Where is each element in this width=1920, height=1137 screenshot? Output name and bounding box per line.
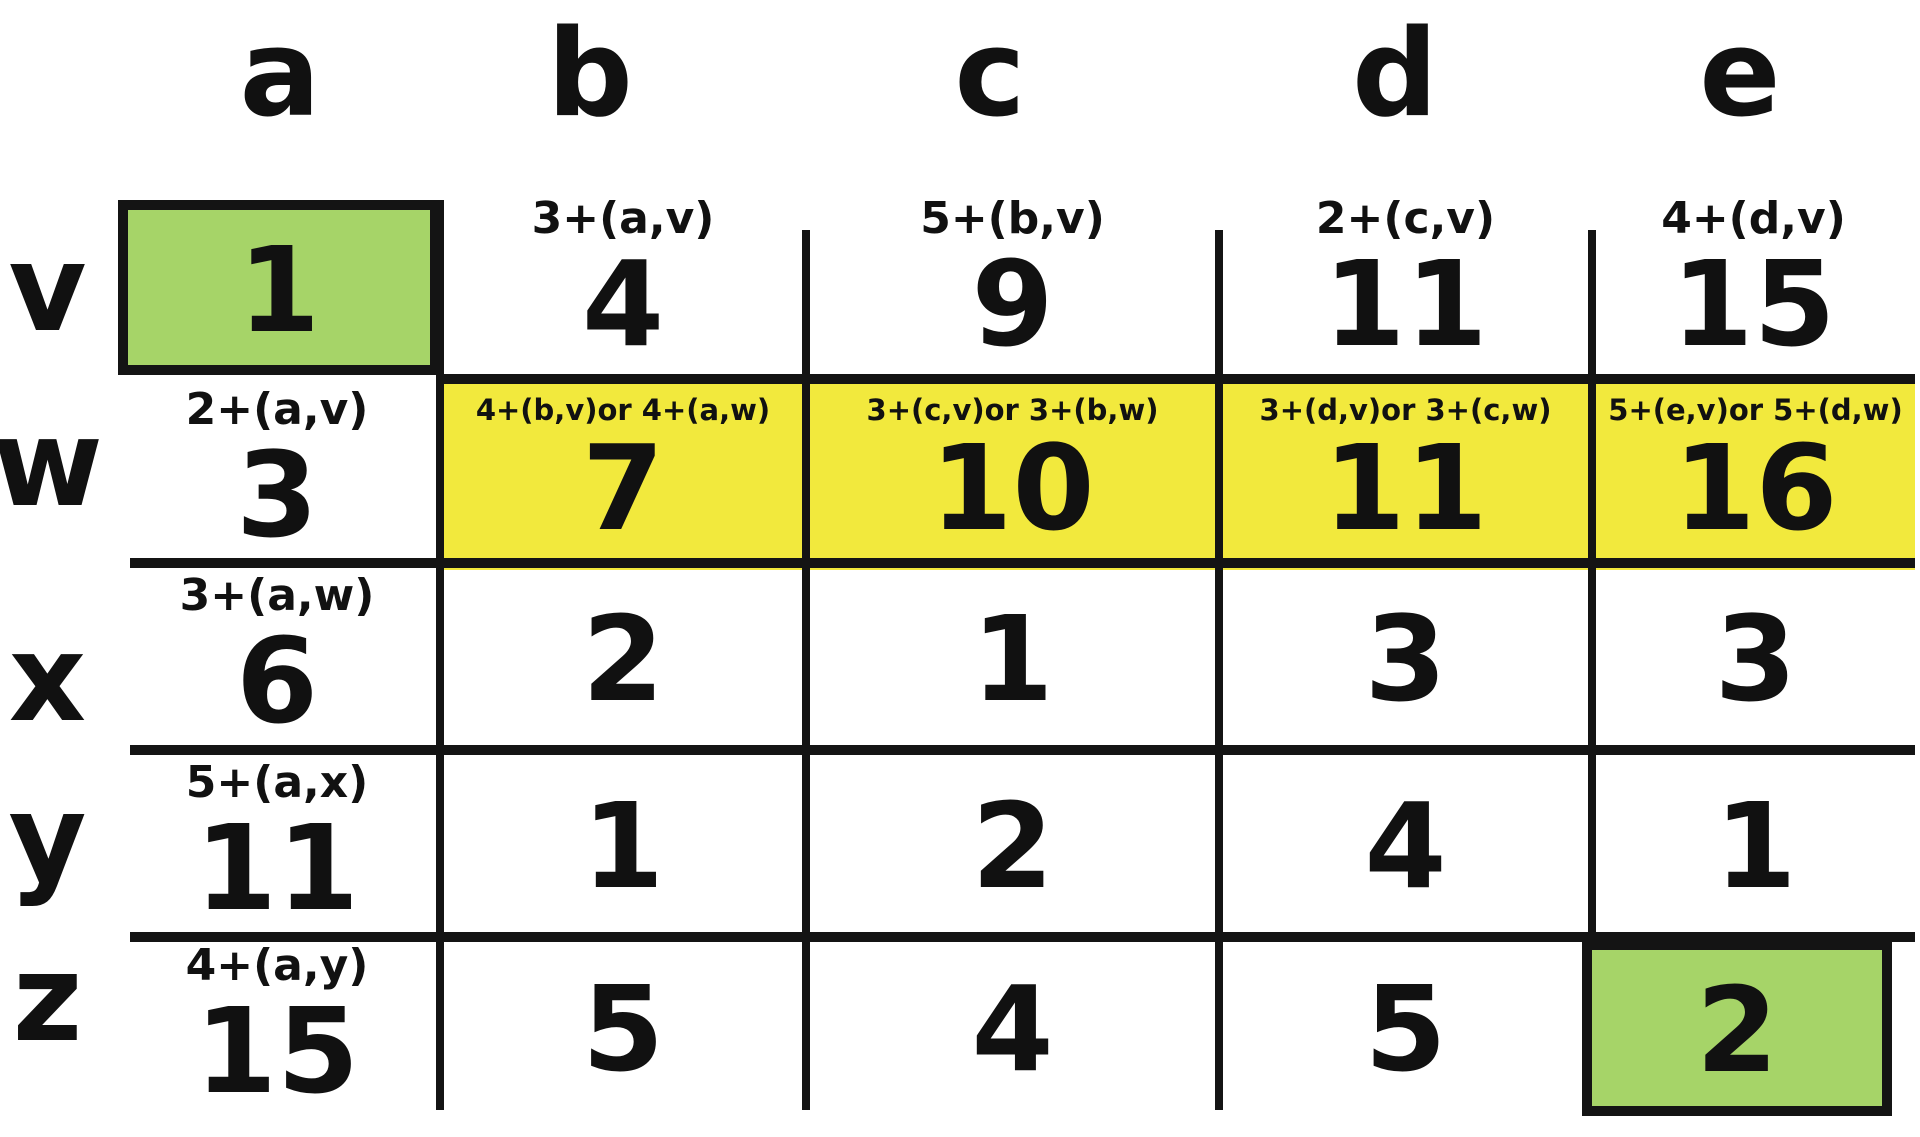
cell-value: 1: [971, 589, 1054, 728]
cell-formula: 2+(a,v): [185, 384, 369, 435]
cell-value: 2: [971, 776, 1054, 915]
grid-rule-d-e: [1588, 230, 1596, 1110]
cell-formula: 5+(b,v): [920, 192, 1105, 244]
row-label-w: w: [0, 395, 103, 534]
grid-rule-y-z: [130, 932, 1915, 942]
grid-rule-w-x: [130, 558, 1915, 568]
cell-a-v: 1: [118, 200, 440, 375]
column-label-e: e: [1699, 5, 1781, 144]
cell-formula: 3+(d,v)or 3+(c,w): [1259, 392, 1552, 427]
cell-value: 16: [1673, 418, 1838, 557]
row-label-x: x: [8, 610, 87, 749]
cell-value: 4: [581, 234, 665, 373]
highlighted-row-band: [440, 382, 1915, 570]
cell-value: 11: [1323, 418, 1488, 557]
cell-c-v: 5+(b,v) 9: [806, 185, 1219, 374]
cell-value: 2: [1695, 961, 1779, 1099]
grid-rule-v-w: [440, 374, 1915, 384]
cell-value: 15: [194, 982, 360, 1120]
cell-a-w: 2+(a,v) 3: [118, 384, 436, 558]
cell-e-y: 1: [1596, 755, 1915, 932]
cell-c-x: 1: [810, 568, 1215, 745]
cell-formula: 3+(a,v): [531, 192, 715, 244]
cell-d-x: 3: [1223, 568, 1588, 745]
cell-value: 5: [1364, 960, 1447, 1098]
cell-value: 15: [1671, 234, 1836, 373]
cell-a-x: 3+(a,w) 6: [118, 568, 436, 745]
cell-d-z: 5: [1223, 942, 1588, 1112]
cell-value: 3: [235, 426, 319, 564]
cell-e-w: 5+(e,v)or 5+(d,w) 16: [1596, 384, 1915, 558]
cell-a-y: 5+(a,x) 11: [118, 755, 436, 932]
cell-a-z: 4+(a,y) 15: [118, 942, 436, 1112]
cell-d-v: 2+(c,v) 11: [1219, 185, 1592, 374]
cell-b-w: 4+(b,v)or 4+(a,w) 7: [444, 384, 802, 558]
cell-value: 3: [1364, 589, 1447, 728]
grid-rule-a-b: [436, 200, 444, 1110]
cell-value: 1: [581, 776, 665, 915]
cell-formula: 5+(e,v)or 5+(d,w): [1608, 392, 1903, 427]
cell-value: 4: [971, 960, 1054, 1098]
cell-c-z: 4: [810, 942, 1215, 1112]
cell-d-w: 3+(d,v)or 3+(c,w) 11: [1223, 384, 1588, 558]
row-label-v: v: [8, 220, 87, 359]
cell-value: 7: [581, 418, 665, 557]
column-label-d: d: [1352, 5, 1438, 144]
cell-c-w: 3+(c,v)or 3+(b,w) 10: [810, 384, 1215, 558]
grid-rule-c-d: [1215, 230, 1223, 1110]
cell-value: 1: [1714, 776, 1797, 915]
cell-value: 10: [930, 418, 1095, 557]
grid-rule-x-y: [130, 745, 1915, 755]
cell-formula: 3+(c,v)or 3+(b,w): [866, 392, 1159, 427]
column-label-c: c: [954, 5, 1026, 144]
column-label-b: b: [547, 5, 633, 144]
cell-value: 9: [971, 234, 1054, 373]
cell-formula: 2+(c,v): [1315, 192, 1496, 244]
cell-d-y: 4: [1223, 755, 1588, 932]
cell-c-y: 2: [810, 755, 1215, 932]
cell-formula: 3+(a,w): [179, 569, 375, 621]
cell-formula: 4+(d,v): [1661, 192, 1846, 244]
row-label-y: y: [8, 770, 87, 909]
cell-value: 2: [581, 589, 665, 728]
cell-b-v: 3+(a,v) 4: [440, 185, 806, 374]
cell-value: 3: [1714, 589, 1797, 728]
grid-rule-b-c: [802, 230, 810, 1110]
cell-b-z: 5: [444, 942, 802, 1112]
cell-value: 6: [235, 611, 319, 750]
cell-formula: 4+(b,v)or 4+(a,w): [475, 392, 771, 427]
cell-b-y: 1: [444, 755, 802, 932]
cell-b-x: 2: [444, 568, 802, 745]
cell-formula: 4+(a,y): [185, 940, 369, 991]
cell-value: 11: [1323, 234, 1488, 373]
cell-value: 4: [1364, 776, 1447, 915]
cell-e-z: 2: [1582, 940, 1892, 1116]
cell-e-v: 4+(d,v) 15: [1592, 185, 1915, 374]
row-label-z: z: [12, 930, 83, 1069]
cell-value: 11: [194, 798, 360, 937]
cell-formula: 5+(a,x): [185, 756, 369, 808]
cell-value: 5: [581, 960, 665, 1098]
column-label-a: a: [239, 5, 321, 144]
cell-e-x: 3: [1596, 568, 1915, 745]
cell-value: 1: [237, 220, 321, 359]
